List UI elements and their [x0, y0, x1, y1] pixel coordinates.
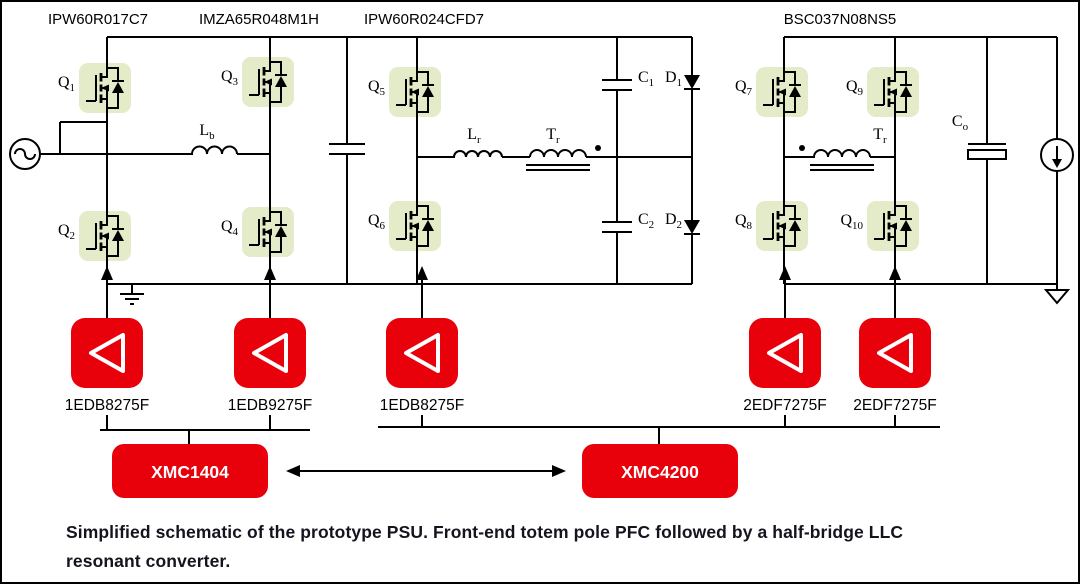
- gate-driver-2: 1EDB9275F: [228, 266, 312, 414]
- part-label-sync-rect: BSC037N08NS5: [784, 11, 897, 28]
- mosfet-q2: Q2: [58, 206, 133, 266]
- part-label-pfc-slow-leg: IPW60R017C7: [48, 11, 148, 28]
- cap-co-label: Co: [952, 113, 969, 133]
- gate-driver-1: 1EDB8275F: [65, 266, 149, 414]
- gate-drive-arrow: [264, 266, 276, 280]
- transistor-label-q7: Q7: [735, 78, 753, 98]
- gate-driver-5: 2EDF7275F: [853, 266, 937, 414]
- driver-bus-left: [100, 415, 310, 444]
- transistor-label-q10: Q10: [840, 212, 863, 232]
- psu-schematic: IPW60R017C7 IMZA65R048M1H IPW60R024CFD7 …: [9, 11, 1074, 498]
- gate-drive-arrow: [889, 266, 901, 280]
- transistor-label-q6: Q6: [368, 212, 386, 232]
- driver-triangle-icon: [877, 333, 913, 373]
- output-cap-co: Co: [952, 113, 1007, 160]
- transistor-label-q2: Q2: [58, 222, 75, 242]
- transistor-label-q5: Q5: [368, 78, 386, 98]
- figure-caption: Simplified schematic of the prototype PS…: [66, 522, 904, 571]
- transistor-label-q9: Q9: [846, 78, 864, 98]
- transformer-secondary-label: Tr: [873, 126, 887, 146]
- resonant-inductor-lr: Lr: [417, 126, 530, 158]
- mosfet-q4: Q4: [221, 202, 296, 262]
- diode-d1-label: D1: [665, 69, 682, 89]
- mosfet-q9: Q9: [846, 62, 921, 122]
- gate-drive-arrow: [779, 266, 791, 280]
- driver-label-4: 2EDF7275F: [743, 397, 827, 414]
- xmc1404-block: XMC1404: [112, 444, 268, 498]
- secondary-ground-icon: [1043, 284, 1071, 305]
- transformer-secondary: Tr: [784, 126, 895, 171]
- part-label-llc-primary: IPW60R024CFD7: [364, 11, 484, 28]
- inductor-lr-label: Lr: [467, 126, 481, 146]
- transistor-label-q3: Q3: [221, 68, 239, 88]
- clamp-diode-d1: D1: [665, 69, 700, 90]
- boost-inductor-lb: Lb: [60, 122, 270, 155]
- load-current-source-icon: [1040, 138, 1074, 172]
- xmc4200-block: XMC4200: [582, 444, 738, 498]
- part-label-pfc-fast-leg: IMZA65R048M1H: [199, 11, 319, 28]
- gate-drive-arrow: [101, 266, 113, 280]
- driver-label-3: 1EDB8275F: [380, 397, 464, 414]
- driver-triangle-icon: [404, 333, 440, 373]
- leg-wires: [106, 37, 1058, 284]
- gate-drive-arrow: [416, 266, 428, 280]
- polarity-dot: [595, 145, 601, 151]
- mosfet-q3: Q3: [221, 52, 296, 112]
- gate-driver-3: 1EDB8275F: [380, 266, 464, 414]
- diode-d2-label: D2: [665, 211, 682, 231]
- mosfet-q10: Q10: [840, 196, 921, 256]
- transistor-label-q4: Q4: [221, 218, 239, 238]
- secondary-top-bottom-rails: [784, 36, 1057, 285]
- transistor-label-q8: Q8: [735, 212, 753, 232]
- cap-c2-label: C2: [638, 211, 654, 231]
- clamp-diode-d2: D2: [665, 211, 700, 235]
- driver-bus-right: [378, 415, 940, 444]
- driver-label-5: 2EDF7275F: [853, 397, 937, 414]
- transformer-primary-label: Tr: [546, 126, 560, 146]
- primary-top-bottom-rails: [107, 36, 692, 285]
- driver-label-2: 1EDB9275F: [228, 397, 312, 414]
- polarity-dot: [799, 145, 805, 151]
- mosfet-q7: Q7: [735, 62, 810, 122]
- resonant-cap-c1: C1: [602, 69, 654, 91]
- transformer-primary: Tr: [526, 126, 692, 171]
- inductor-lb-label: Lb: [199, 122, 215, 142]
- driver-triangle-icon: [89, 333, 125, 373]
- resonant-cap-c2: C2: [602, 211, 654, 233]
- gate-driver-4: 2EDF7275F: [743, 266, 827, 414]
- mosfet-q5: Q5: [368, 62, 443, 122]
- mosfet-q1: Q1: [58, 58, 133, 118]
- sine-wave-icon: [14, 148, 36, 160]
- ac-source-icon: [9, 121, 107, 170]
- bus-capacitor: [329, 143, 365, 155]
- transistor-label-q1: Q1: [58, 74, 75, 94]
- xmc4200-label: XMC4200: [621, 462, 699, 482]
- driver-triangle-icon: [252, 333, 288, 373]
- driver-triangle-icon: [767, 333, 803, 373]
- cap-c1-label: C1: [638, 69, 654, 89]
- mosfet-q8: Q8: [735, 196, 810, 256]
- primary-ground-icon: [120, 284, 144, 305]
- xmc1404-label: XMC1404: [151, 462, 229, 482]
- controller-link-arrow-icon: [286, 465, 566, 477]
- driver-label-1: 1EDB8275F: [65, 397, 149, 414]
- mosfet-q6: Q6: [368, 196, 443, 256]
